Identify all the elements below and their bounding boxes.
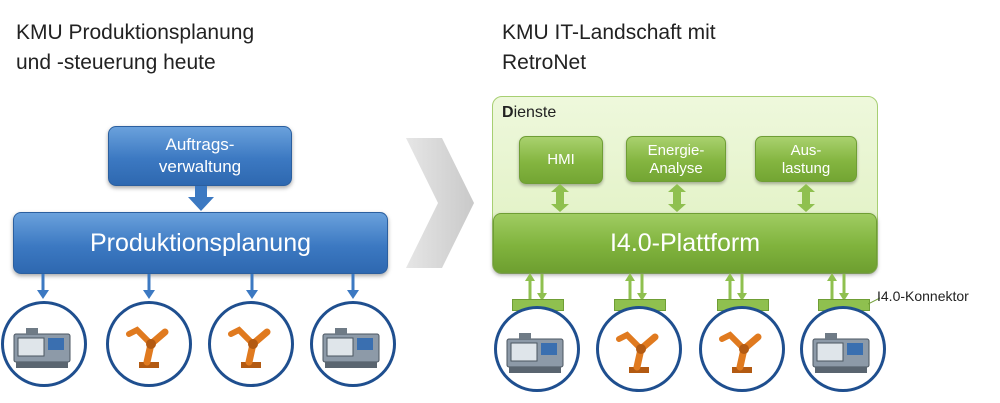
arrow-pair-4 [827, 273, 849, 301]
arrow-4 [347, 274, 359, 299]
connector-label: I4.0-Konnektor [877, 288, 969, 304]
services-label-rest: ienste [513, 104, 557, 121]
arrow-3 [246, 274, 258, 299]
right-machine-robot-1 [596, 306, 682, 392]
order-management-box: Auftrags- verwaltung [108, 126, 292, 186]
transition-arrow [406, 138, 474, 268]
right-heading-line1: KMU IT-Landschaft mit [502, 21, 716, 44]
cnc-machine-icon [322, 328, 380, 368]
right-machine-cnc-2 [800, 306, 886, 392]
order-box-line2: verwaltung [158, 157, 242, 176]
left-heading-line1: KMU Produktionsplanung [16, 21, 255, 44]
order-to-planning-arrow [188, 186, 214, 211]
left-heading-line2: und -steuerung heute [16, 51, 216, 74]
i40-platform-box: I4.0-Plattform [493, 213, 877, 273]
service-platform-arrows [551, 184, 815, 212]
services-label: Dienste [502, 104, 556, 122]
planning-box-label: Produktionsplanung [90, 229, 311, 257]
service-energy-line1: Energie- [647, 142, 705, 159]
left-machine-cnc-2 [310, 301, 396, 387]
service-load-line2: lastung [781, 160, 831, 177]
robot-arm-icon [616, 331, 659, 373]
service-load-line1: Aus- [790, 142, 822, 159]
right-heading-line2: RetroNet [502, 51, 587, 74]
platform-label: I4.0-Plattform [609, 229, 761, 257]
production-planning-box: Produktionsplanung [13, 212, 388, 274]
platform-connector-arrows [525, 273, 849, 301]
arrow-pair-3 [725, 273, 747, 301]
service-hmi-box: HMI [519, 136, 603, 184]
cnc-machine-icon [506, 333, 564, 373]
service-load-box: Aus- lastung [755, 136, 857, 182]
arrow-pair-1 [525, 273, 547, 301]
right-heading: KMU IT-Landschaft mit RetroNet [502, 18, 716, 78]
double-arrow-load [797, 184, 815, 212]
arrow-1 [37, 274, 49, 299]
cnc-machine-icon [812, 333, 870, 373]
connector-leader-line [868, 297, 880, 305]
arrow-pair-2 [625, 273, 647, 301]
service-energy-box: Energie- Analyse [626, 136, 726, 182]
services-label-bold: D [502, 104, 514, 121]
robot-arm-icon [126, 326, 169, 368]
service-hmi-label: HMI [547, 151, 575, 168]
double-arrow-hmi [551, 184, 569, 212]
cnc-machine-icon [13, 328, 71, 368]
order-box-line1: Auftrags- [165, 135, 235, 154]
right-machine-cnc-1 [494, 306, 580, 392]
left-machine-arrows [37, 274, 359, 299]
left-machine-cnc-1 [1, 301, 87, 387]
right-machine-robot-2 [699, 306, 785, 392]
left-heading: KMU Produktionsplanung und -steuerung he… [16, 18, 254, 78]
robot-arm-icon [719, 331, 762, 373]
double-arrow-energy [668, 184, 686, 212]
left-machine-robot-2 [208, 301, 294, 387]
robot-arm-icon [228, 326, 271, 368]
left-machine-robot-1 [106, 301, 192, 387]
service-energy-line2: Analyse [649, 160, 703, 177]
arrow-2 [143, 274, 155, 299]
